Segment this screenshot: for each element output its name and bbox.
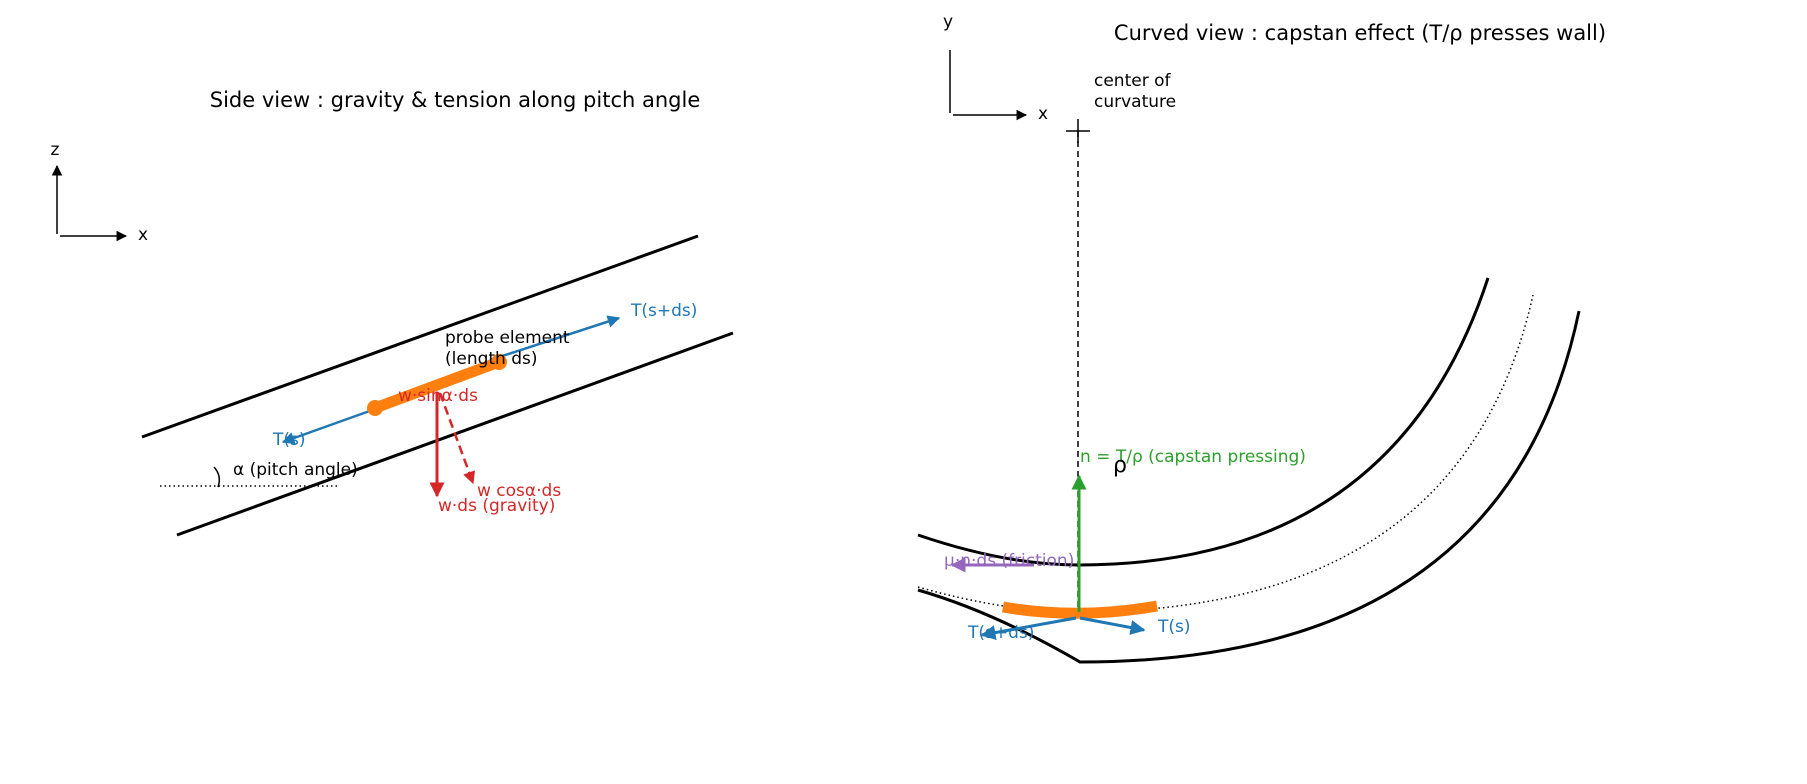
tension-back-arrow bbox=[281, 406, 379, 445]
curved-centerline bbox=[917, 294, 1534, 613]
y-axis-label: y bbox=[943, 12, 953, 32]
pitch-angle-arc bbox=[213, 466, 221, 488]
x-axis-label-right: x bbox=[1038, 104, 1048, 124]
curved-view-axis-indicator: y x bbox=[943, 12, 1048, 124]
curved-probe-element bbox=[1002, 600, 1158, 619]
side-view-title: Side view : gravity & tension along pitc… bbox=[210, 88, 701, 112]
friction-label: μ·n·ds (friction) bbox=[944, 551, 1074, 571]
gravity-normal-arrow bbox=[438, 392, 475, 485]
curved-wall-outer bbox=[917, 310, 1581, 664]
tube-wall-upper bbox=[141, 234, 699, 439]
tension-left-arrow bbox=[980, 616, 1077, 640]
tension-right-arrow bbox=[1079, 616, 1146, 635]
probe-element bbox=[369, 356, 505, 414]
side-view-panel: Side view : gravity & tension along pitc… bbox=[51, 88, 734, 537]
normal-force-label: n = T/ρ (capstan pressing) bbox=[1080, 447, 1306, 467]
center-label-line1: center of bbox=[1094, 71, 1171, 91]
tension-right-label: T(s) bbox=[1157, 617, 1191, 637]
tension-back-label: T(s) bbox=[272, 430, 306, 450]
probe-end-back bbox=[367, 400, 383, 416]
probe-label-line2: (length ds) bbox=[445, 349, 538, 369]
curved-wall-inner bbox=[917, 277, 1490, 567]
gravity-total-label: w·ds (gravity) bbox=[438, 496, 555, 516]
gravity-normal-label: w cosα·ds bbox=[477, 481, 561, 501]
probe-end-front bbox=[491, 354, 507, 370]
z-axis-label: z bbox=[51, 140, 60, 160]
tension-left-label: T(s+ds) bbox=[967, 623, 1034, 643]
center-label-line2: curvature bbox=[1094, 92, 1176, 112]
pitch-angle-label: α (pitch angle) bbox=[233, 460, 358, 480]
curved-view-panel: Curved view : capstan effect (T/ρ presse… bbox=[917, 12, 1606, 664]
x-axis-label: x bbox=[138, 225, 148, 245]
probe-label-line1: probe element bbox=[445, 328, 570, 348]
rho-label: ρ bbox=[1113, 453, 1127, 478]
tension-forward-arrow bbox=[489, 315, 621, 362]
side-view-axis-indicator: z x bbox=[51, 140, 149, 245]
tension-forward-label: T(s+ds) bbox=[630, 301, 697, 321]
curved-view-title: Curved view : capstan effect (T/ρ presse… bbox=[1114, 21, 1606, 45]
gravity-along-label: w·sinα·ds bbox=[398, 386, 478, 406]
